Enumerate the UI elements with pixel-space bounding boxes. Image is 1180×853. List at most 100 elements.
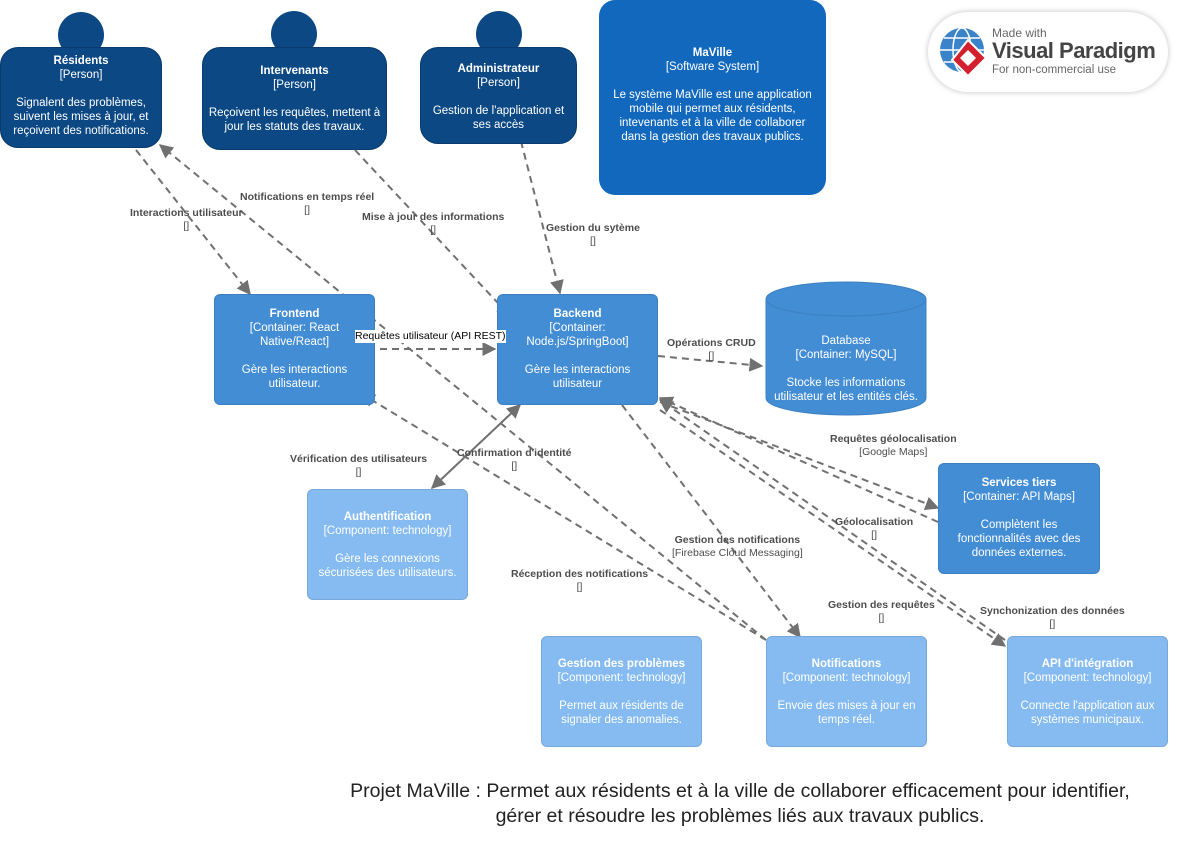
frontend-desc: Gère les interactions utilisateur.: [241, 364, 348, 390]
edge-label-text: Notifications en temps réel: [240, 191, 375, 203]
edge-label-tech: [Firebase Cloud Messaging]: [672, 547, 803, 559]
edge-label-text: Confirmation d'identité: [457, 447, 572, 459]
database-desc: Stocke les informations utilisateur et l…: [774, 377, 918, 403]
edge-label-text: Requêtes utilisateur (API REST): [355, 330, 506, 342]
vp-noncommercial: For non-commercial use: [992, 64, 1116, 76]
api-title: API d'intégration: [1041, 658, 1134, 670]
residents-person[interactable]: Résidents [Person] Signalent des problèm…: [0, 47, 162, 148]
edge-label-gestion-notifications: Gestion des notifications [Firebase Clou…: [672, 534, 803, 560]
auth-desc: Gère les connexions sécurisées des utili…: [318, 553, 457, 579]
edge-label-text: Réception des notifications: [511, 568, 649, 580]
admin-title: Administrateur: [457, 63, 540, 75]
edge-label-reception: Réception des notifications []: [511, 568, 648, 594]
edge-label-tech: []: [355, 466, 362, 478]
problems-title: Gestion des problèmes: [557, 658, 686, 670]
edge-label-mise-a-jour: Mise à jour des informations []: [362, 211, 504, 237]
edge-backend-auth: [430, 404, 521, 489]
edge-label-verification: Vérification des utilisateurs []: [290, 453, 427, 479]
residents-desc: Signalent des problèmes, suivent les mis…: [13, 97, 149, 137]
backend-container[interactable]: Backend [Container: Node.js/SpringBoot] …: [497, 294, 658, 405]
notifications-desc: Envoie des mises à jour en temps réel.: [777, 700, 916, 726]
edge-label-tech: []: [430, 224, 437, 236]
problems-desc: Permet aux résidents de signaler des ano…: [559, 700, 684, 726]
edge-label-tech: []: [878, 612, 885, 624]
edge-label-tech: []: [871, 529, 878, 541]
notifications-component[interactable]: Notifications [Component: technology] En…: [766, 636, 927, 747]
backend-title: Backend: [553, 308, 602, 320]
edge-label-gestion-requetes: Gestion des requêtes []: [828, 599, 935, 625]
frontend-container[interactable]: Frontend [Container: React Native/React]…: [214, 294, 375, 405]
api-type: [Component: technology]: [1023, 672, 1152, 684]
notifications-type: [Component: technology]: [782, 672, 911, 684]
edge-label-tech: []: [708, 350, 715, 362]
edge-label-synchro: Synchonization des données []: [980, 605, 1125, 631]
admin-person[interactable]: Administrateur [Person] Gestion de l'app…: [420, 47, 577, 144]
vp-brand: Visual Paradigm: [992, 38, 1156, 63]
admin-type: [Person]: [477, 77, 520, 89]
edge-residents-frontend: [135, 149, 251, 296]
edge-label-tech: []: [590, 235, 596, 247]
edge-backend-apiint: [659, 409, 1007, 647]
intervenants-type: [Person]: [273, 79, 316, 91]
visual-paradigm-watermark: Made with Visual Paradigm For non-commer…: [928, 12, 1168, 92]
edge-label-geo-requetes: Requêtes géolocalisation [Google Maps]: [830, 433, 957, 459]
edge-label-tech: []: [1049, 618, 1056, 630]
edge-label-text: Interactions utilisateur: [130, 207, 243, 219]
maville-system[interactable]: MaVille [Software System] Le système MaV…: [599, 0, 826, 195]
services-tiers-container[interactable]: Services tiers [Container: API Maps] Com…: [938, 463, 1100, 574]
intervenants-person[interactable]: Intervenants [Person] Reçoivent les requ…: [202, 47, 387, 150]
authentification-component[interactable]: Authentification [Component: technology]…: [307, 489, 468, 600]
edge-apiint-backend: [658, 399, 1006, 641]
edge-label-requetes-utilisateur: Requêtes utilisateur (API REST): [355, 330, 506, 343]
intervenants-title: Intervenants: [260, 65, 329, 77]
database-type: [Container: MySQL]: [795, 349, 897, 361]
database-cylinder-icon: [765, 281, 927, 416]
services-type: [Container: API Maps]: [963, 491, 1075, 503]
residents-type: [Person]: [59, 69, 103, 81]
auth-title: Authentification: [343, 511, 432, 523]
vp-made-with: Made with: [992, 26, 1047, 40]
edge-label-tech: []: [183, 220, 190, 232]
maville-title: MaVille: [692, 47, 733, 59]
auth-type: [Component: technology]: [323, 525, 452, 537]
edge-notifications-residents: [158, 144, 767, 641]
edge-label-text: Requêtes géolocalisation: [830, 433, 957, 445]
api-integration-component[interactable]: API d'intégration [Component: technology…: [1007, 636, 1168, 747]
notifications-title: Notifications: [811, 658, 882, 670]
backend-type: [Container: Node.js/SpringBoot]: [526, 322, 629, 348]
edge-label-tech: []: [304, 204, 311, 216]
gestion-problemes-component[interactable]: Gestion des problèmes [Component: techno…: [541, 636, 702, 747]
backend-desc: Gère les interactions utilisateur: [524, 364, 631, 390]
maville-type: [Software System]: [665, 61, 760, 73]
database-container[interactable]: Database [Container: MySQL] Stocke les i…: [765, 334, 927, 414]
edge-services-backend: [658, 396, 939, 523]
edge-label-tech: []: [576, 581, 583, 593]
residents-title: Résidents: [53, 55, 109, 67]
edge-intervenants-backend: [354, 149, 511, 318]
problems-type: [Component: technology]: [557, 672, 686, 684]
edge-label-notif-temps-reel: Notifications en temps réel []: [240, 191, 374, 217]
edge-label-gestion-systeme: Gestion du sytème []: [546, 222, 640, 248]
intervenants-desc: Reçoivent les requêtes, mettent à jour l…: [208, 107, 381, 133]
edge-admin-backend: [514, 117, 564, 295]
edge-notifications-frontend: [360, 393, 767, 641]
edge-label-tech: [Google Maps]: [859, 446, 928, 458]
frontend-type: [Container: React Native/React]: [249, 322, 340, 348]
frontend-title: Frontend: [269, 308, 320, 320]
edge-label-tech: []: [511, 460, 518, 472]
caption-line-1: Projet MaVille : Permet aux résidents et…: [350, 780, 1130, 802]
services-title: Services tiers: [981, 477, 1057, 489]
edge-label-text: Gestion du sytème: [546, 222, 640, 234]
edge-label-interactions: Interactions utilisateur []: [130, 207, 243, 233]
edge-label-confirmation: Confirmation d'identité []: [457, 447, 572, 473]
diagram-caption: Projet MaVille : Permet aux résidents et…: [300, 779, 1180, 829]
services-desc: Complètent les fonctionnalités avec des …: [957, 519, 1081, 559]
edge-label-text: Gestion des notifications: [674, 534, 801, 546]
caption-line-2: gérer et résoudre les problèmes liés aux…: [495, 805, 985, 827]
database-title: Database: [821, 335, 871, 347]
edge-label-geolocalisation: Géolocalisation []: [835, 516, 913, 542]
edge-label-text: Géolocalisation: [835, 516, 914, 528]
edge-label-text: Synchonization des données: [980, 605, 1125, 617]
edge-label-crud: Opérations CRUD []: [667, 337, 756, 363]
